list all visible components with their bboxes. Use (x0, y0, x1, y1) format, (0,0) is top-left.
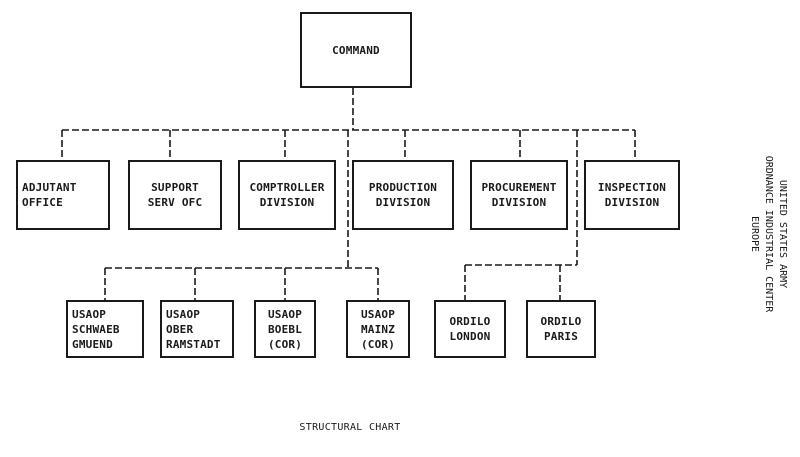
adjutant-office-box: ADJUTANT OFFICE (16, 160, 110, 230)
usaop-schwaeb-gmuend-box: USAOP SCHWAEB GMUEND (66, 300, 144, 358)
chart-caption: STRUCTURAL CHART (299, 422, 401, 433)
usaop-ober-ramstadt-box: USAOP OBER RAMSTADT (160, 300, 234, 358)
usaop-mainz-box: USAOP MAINZ (COR) (346, 300, 410, 358)
command-box: COMMAND (300, 12, 412, 88)
ordilo-paris-box: ORDILO PARIS (526, 300, 596, 358)
organization-title: UNITED STATES ARMY ORDNANCE INDUSTRIAL C… (749, 155, 788, 313)
usaop-boebl-box: USAOP BOEBL (COR) (254, 300, 316, 358)
production-division-box: PRODUCTION DIVISION (352, 160, 454, 230)
comptroller-division-box: COMPTROLLER DIVISION (238, 160, 336, 230)
inspection-division-box: INSPECTION DIVISION (584, 160, 680, 230)
procurement-division-box: PROCUREMENT DIVISION (470, 160, 568, 230)
support-serv-ofc-box: SUPPORT SERV OFC (128, 160, 222, 230)
ordilo-london-box: ORDILO LONDON (434, 300, 506, 358)
